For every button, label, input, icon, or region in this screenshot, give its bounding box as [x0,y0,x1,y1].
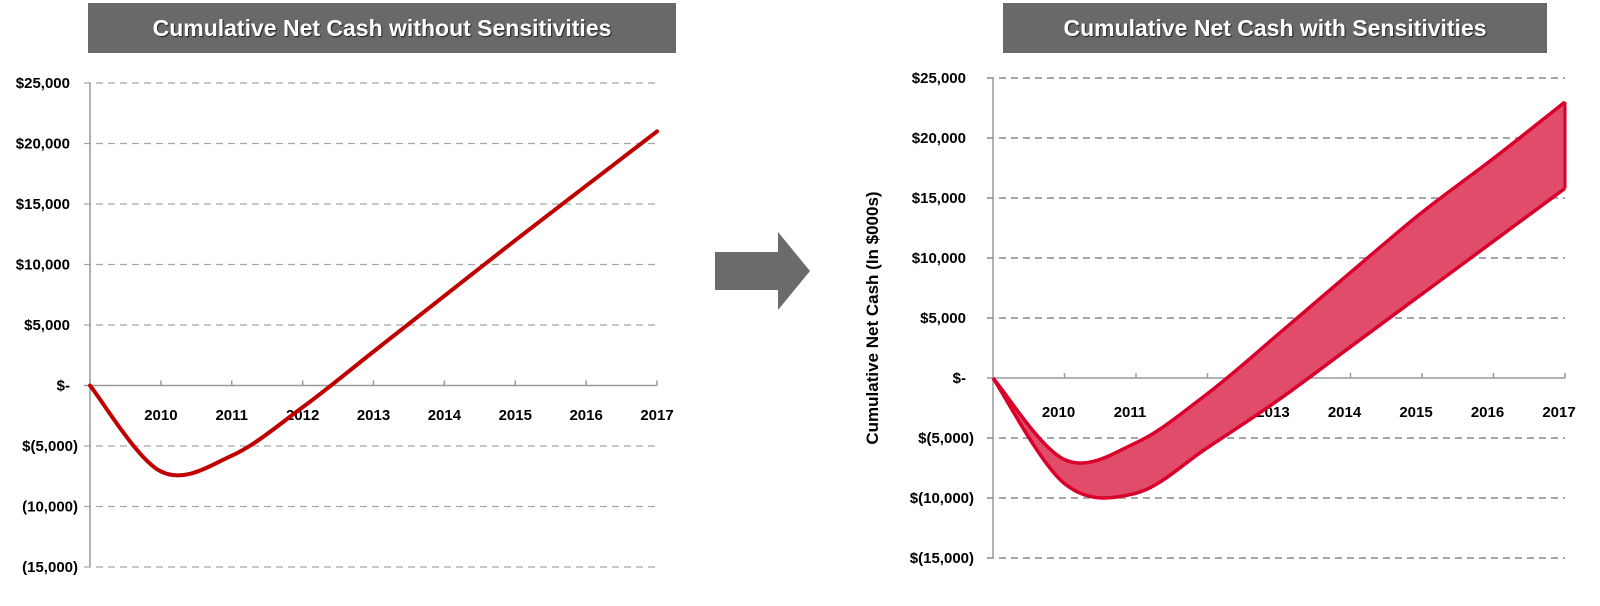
upper-bound-line [991,100,1567,465]
x-tick-label: 2015 [1399,404,1432,421]
x-tick-label: 2014 [1328,404,1362,421]
x-tick-label: 2017 [640,407,673,424]
x-tick-label: 2016 [569,407,602,424]
chart-without-sensitivities: $25,000 $20,000 $15,000 $10,000 $5,000 $- $(5,… [16,75,674,576]
x-tick-label: 2011 [1114,404,1147,421]
y-tick-label: (10,000) [22,499,78,516]
y-tick-label: $(10,000) [910,490,974,507]
lower-bound-line [991,186,1567,500]
y-tick-label: $15,000 [912,190,966,207]
x-tick-label: 2014 [428,407,462,424]
sensitivity-band [993,102,1565,498]
y-tick-label: $10,000 [16,257,70,274]
chart-title-with-sensitivities: Cumulative Net Cash with Sensitivities [1003,3,1547,53]
y-tick-label: $- [953,370,966,387]
y-tick-label: $10,000 [912,250,966,267]
x-tick-label: 2016 [1471,404,1504,421]
y-tick-label: $20,000 [16,136,70,153]
x-tick-label: 2017 [1542,404,1575,421]
y-tick-label: $(5,000) [22,438,78,455]
y-tick-label: $(5,000) [918,430,974,447]
x-tick-label: 2013 [357,407,390,424]
y-tick-label: $- [57,378,70,395]
x-tick-label: 2010 [144,407,177,424]
chart-title-without-sensitivities: Cumulative Net Cash without Sensitivitie… [88,3,676,53]
right-arrow-icon [715,232,810,310]
chart-with-sensitivities: $25,000 $20,000 $15,000 $10,000 $5,000 $- $(5,… [863,70,1576,567]
y-tick-label: (15,000) [22,559,78,576]
y-tick-label: $5,000 [920,310,966,327]
y-tick-label: $5,000 [24,317,70,334]
y-tick-label: $25,000 [16,75,70,92]
y-tick-label: $15,000 [16,196,70,213]
x-tick-label: 2015 [499,407,532,424]
y-tick-label: $25,000 [912,70,966,87]
y-tick-label: $(15,000) [910,550,974,567]
y-tick-label: $20,000 [912,130,966,147]
y-axis-title: Cumulative Net Cash (In $000s) [863,191,882,444]
x-tick-label: 2011 [215,407,248,424]
x-tick-label: 2010 [1042,404,1075,421]
net-cash-line [88,129,659,478]
